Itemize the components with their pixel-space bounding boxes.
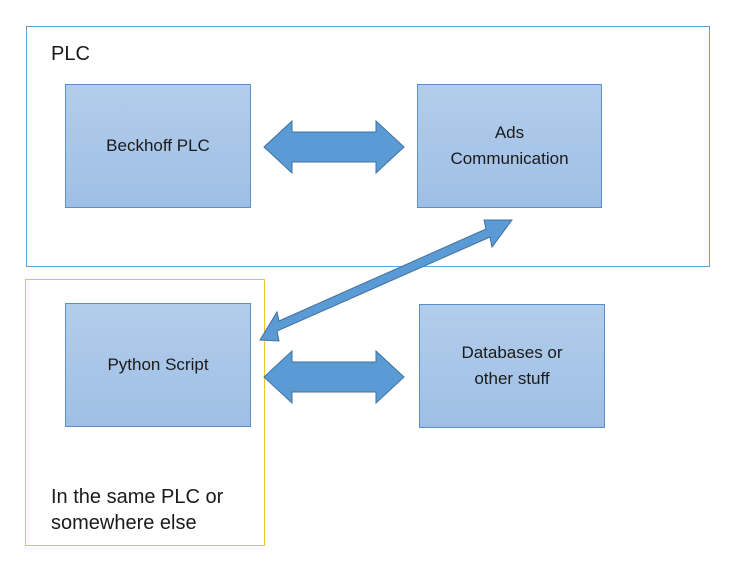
python-script-node: Python Script [65, 303, 251, 427]
beckhoff-plc-node: Beckhoff PLC [65, 84, 251, 208]
plc-container-label: PLC [51, 43, 90, 65]
ads-communication-node: Ads Communication [417, 84, 602, 208]
databases-node: Databases or other stuff [419, 304, 605, 428]
script-host-label: In the same PLC or somewhere else [51, 486, 224, 534]
script-host-container [25, 279, 265, 546]
python-databases-double-arrow [263, 349, 405, 405]
